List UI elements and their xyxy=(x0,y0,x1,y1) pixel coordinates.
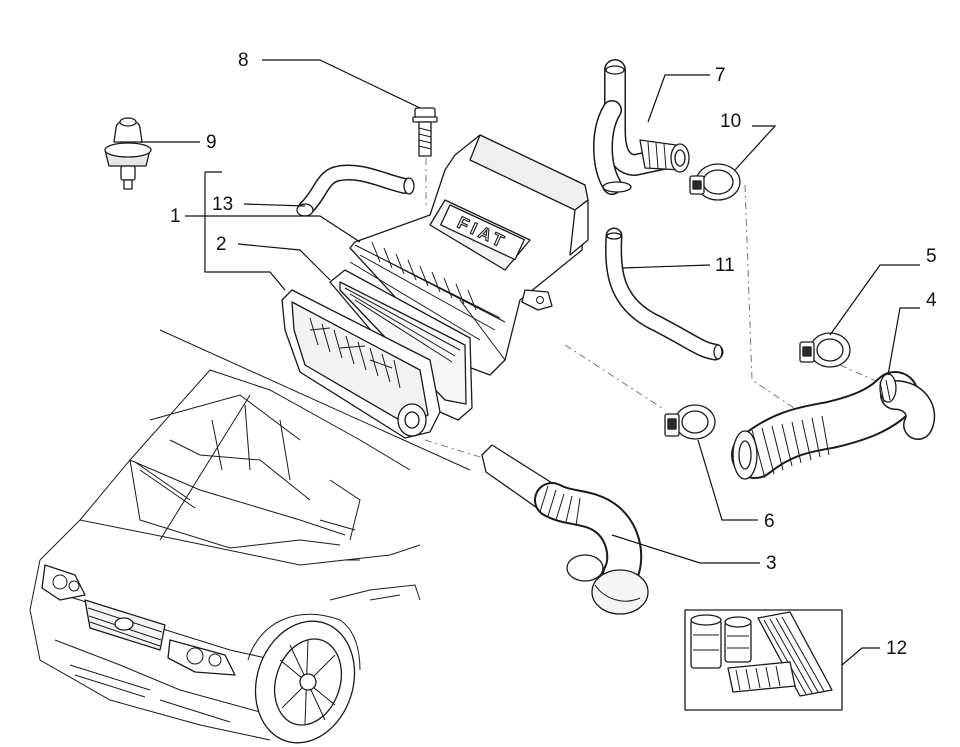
intake-corrugated-hose-part xyxy=(731,371,936,480)
rubber-mount-part xyxy=(104,117,152,190)
leader-11 xyxy=(621,264,711,269)
callout-2: 2 xyxy=(216,234,227,255)
callout-5: 5 xyxy=(926,246,937,267)
callout-12: 12 xyxy=(886,638,907,659)
leader-4 xyxy=(887,307,920,376)
leader-10 xyxy=(734,125,777,171)
airbox-upper-housing-part: FIAT xyxy=(349,134,589,376)
callout-9: 9 xyxy=(206,132,217,153)
callout-3: 3 xyxy=(766,553,777,574)
breather-elbow-hose-part xyxy=(593,59,690,195)
small-hose-part xyxy=(296,164,415,217)
leader-1 xyxy=(185,215,361,243)
assembly-guide-lines xyxy=(424,158,886,461)
curved-hose-part xyxy=(605,227,724,361)
callout-7: 7 xyxy=(715,65,726,86)
hose-clamp-lower-part xyxy=(664,404,716,440)
leader-13 xyxy=(243,203,306,207)
leader-7 xyxy=(647,74,710,123)
callout-1: 1 xyxy=(170,206,181,227)
leader-3 xyxy=(611,534,760,564)
callout-4: 4 xyxy=(926,290,937,311)
callout-11: 11 xyxy=(715,255,735,276)
air-intake-duct-part xyxy=(481,444,649,615)
hose-clamp-upper-part xyxy=(689,163,741,201)
callout-8: 8 xyxy=(238,50,249,71)
callout-labels: 8 9 13 1 2 7 10 11 5 4 6 3 12 xyxy=(170,50,937,659)
leader-12 xyxy=(841,647,880,666)
bracket-2 xyxy=(204,171,286,291)
leader-5 xyxy=(829,264,920,336)
airbox-lower-cover-part xyxy=(281,289,441,439)
vehicle-illustration xyxy=(29,329,471,744)
filter-kit-part xyxy=(684,609,843,711)
bolt-part xyxy=(412,107,438,157)
hose-clamp-right-part xyxy=(799,332,851,368)
callout-10: 10 xyxy=(720,111,741,132)
leader-2 xyxy=(237,243,331,281)
callout-6: 6 xyxy=(764,511,775,532)
leader-6 xyxy=(697,439,758,521)
callout-13: 13 xyxy=(212,194,233,215)
callout-leaders xyxy=(140,59,920,666)
leader-8 xyxy=(262,59,421,109)
